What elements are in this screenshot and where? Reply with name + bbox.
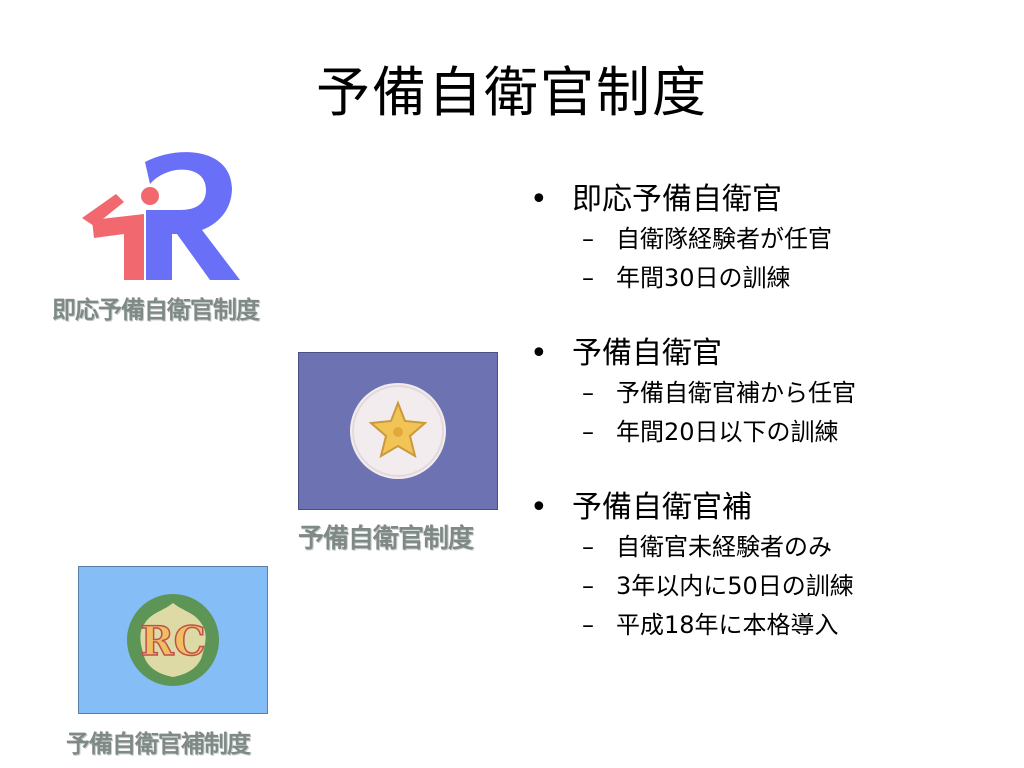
sub-bullet-item: 自衛官未経験者のみ bbox=[530, 528, 1010, 567]
rc-emblem-text: RC bbox=[140, 618, 205, 665]
r-letter-shape bbox=[145, 152, 240, 280]
sub-bullet-item: 自衛隊経験者が任官 bbox=[530, 220, 1010, 259]
yobi-logo-panel bbox=[298, 352, 498, 510]
sub-bullet-item: 3年以内に50日の訓練 bbox=[530, 567, 1010, 606]
sokuo-logo bbox=[82, 152, 240, 280]
sokuo-caption: 即応予備自衛官制度 bbox=[52, 296, 260, 324]
sub-bullet-item: 予備自衛官補から任官 bbox=[530, 374, 1010, 413]
yobi-caption: 予備自衛官制度 bbox=[298, 524, 474, 554]
head-shape bbox=[141, 187, 159, 205]
bullet-group-sokuo: 即応予備自衛官 自衛隊経験者が任官 年間30日の訓練 bbox=[530, 180, 1010, 298]
blossom-shape-icon bbox=[140, 603, 206, 677]
bullet-group-ho: 予備自衛官補 自衛官未経験者のみ 3年以内に50日の訓練 平成18年に本格導入 bbox=[530, 488, 1010, 645]
body-shape bbox=[92, 214, 144, 280]
bullet-item: 即応予備自衛官 bbox=[530, 180, 1010, 220]
bullet-item: 予備自衛官補 bbox=[530, 488, 1010, 528]
bullet-group-yobi: 予備自衛官 予備自衛官補から任官 年間20日以下の訓練 bbox=[530, 334, 1010, 452]
sub-bullet-item: 年間30日の訓練 bbox=[530, 259, 1010, 298]
ho-logo-panel: RC bbox=[78, 566, 268, 714]
sub-bullet-item: 年間20日以下の訓練 bbox=[530, 413, 1010, 452]
ho-caption: 予備自衛官補制度 bbox=[66, 730, 251, 758]
bullet-list: 即応予備自衛官 自衛隊経験者が任官 年間30日の訓練 予備自衛官 予備自衛官補か… bbox=[530, 180, 1010, 645]
ho-emblem: RC bbox=[127, 594, 219, 686]
slide-title: 予備自衛官制度 bbox=[316, 61, 708, 124]
salute-arm-shape bbox=[82, 194, 124, 226]
sub-bullet-item: 平成18年に本格導入 bbox=[530, 606, 1010, 645]
yobi-emblem bbox=[350, 383, 446, 479]
bullet-item: 予備自衛官 bbox=[530, 334, 1010, 374]
